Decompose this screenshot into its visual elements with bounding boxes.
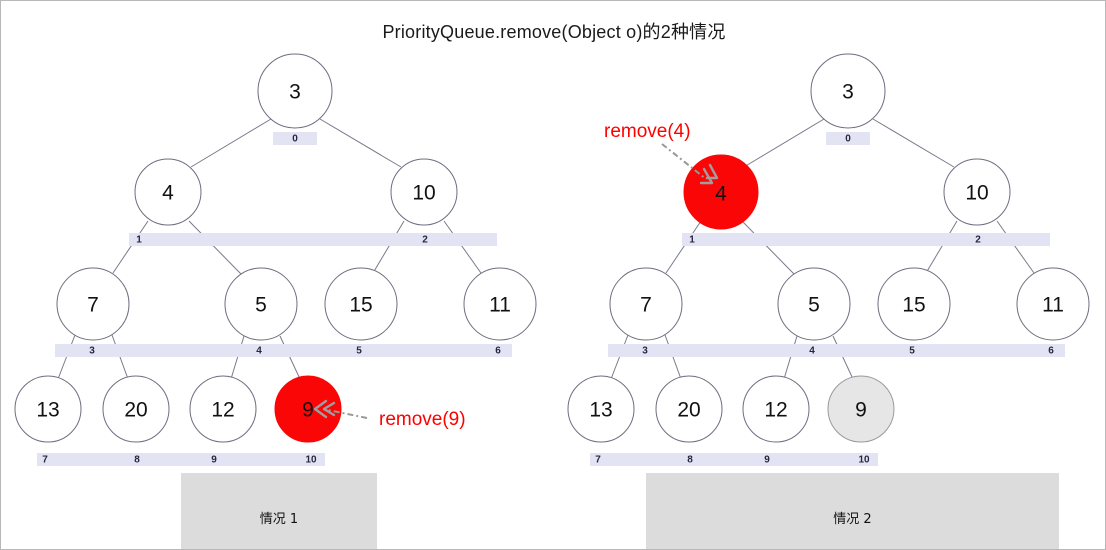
node-value: 15: [902, 294, 925, 317]
node-index-label: 5: [356, 346, 362, 357]
node-index-label: 9: [764, 455, 770, 466]
callout-label: remove(4): [604, 121, 691, 142]
node-value: 5: [255, 294, 267, 317]
node-value: 20: [124, 399, 147, 422]
index-bars-left: [37, 132, 512, 466]
tree-node[interactable]: 7: [609, 267, 683, 341]
node-value: 7: [87, 294, 99, 317]
node-value: 11: [1042, 294, 1064, 317]
page-title: PriorityQueue.remove(Object o)的2种情况: [382, 22, 726, 42]
tree-node[interactable]: 10: [943, 158, 1011, 226]
callout-label: remove(9): [379, 409, 466, 430]
node-value: 5: [808, 294, 820, 317]
node-value: 7: [640, 294, 652, 317]
node-index-label: 0: [845, 134, 851, 145]
node-index-label: 10: [305, 455, 317, 466]
node-index-label: 1: [689, 235, 695, 246]
node-index-label: 3: [89, 346, 95, 357]
node-index-label: 7: [595, 455, 601, 466]
node-value: 9: [855, 399, 867, 422]
node-value: 3: [289, 81, 301, 104]
tree-node-last[interactable]: 9: [827, 375, 895, 443]
node-index-label: 9: [211, 455, 217, 466]
node-value: 13: [589, 399, 612, 422]
tree-diagram-case-1: 3 0 4 1 10 2 7 3 5 4 15 5 11: [14, 53, 537, 466]
node-index-label: 8: [687, 455, 693, 466]
callout-remove-4: [661, 143, 719, 185]
node-value: 12: [764, 399, 787, 422]
tree-node[interactable]: 11: [1016, 267, 1090, 341]
tree-node[interactable]: 11: [463, 267, 537, 341]
tree-node-removed[interactable]: 9: [274, 375, 342, 443]
tree-node[interactable]: 3: [810, 53, 886, 129]
tree-node[interactable]: 20: [102, 375, 170, 443]
caption-case-2: 情况 2 删除的不是最后一个元素 从删除点开始以最后一个元素为参照调用一次sif…: [646, 473, 1059, 549]
caption-title: 情况 2: [833, 512, 872, 527]
node-value: 4: [162, 182, 174, 205]
tree-node[interactable]: 10: [390, 158, 458, 226]
node-index-label: 8: [134, 455, 140, 466]
node-value: 15: [349, 294, 372, 317]
node-index-label: 0: [292, 134, 298, 145]
tree-node[interactable]: 5: [777, 267, 851, 341]
node-value: 11: [489, 294, 511, 317]
tree-node[interactable]: 15: [877, 267, 951, 341]
node-index-label: 5: [909, 346, 915, 357]
tree-node[interactable]: 5: [224, 267, 298, 341]
node-value: 9: [302, 399, 314, 422]
node-value: 13: [36, 399, 59, 422]
callout-remove-9: [313, 399, 368, 419]
node-value: 10: [412, 182, 435, 205]
tree-node[interactable]: 4: [134, 158, 202, 226]
tree-node[interactable]: 13: [14, 375, 82, 443]
node-index-label: 2: [422, 235, 428, 246]
node-index-label: 2: [975, 235, 981, 246]
tree-node[interactable]: 20: [655, 375, 723, 443]
caption-case-1: 情况 1 删除的是最后一个元素 直接删除即可，不需要调整: [181, 473, 377, 549]
node-value: 20: [677, 399, 700, 422]
tree-node[interactable]: 15: [324, 267, 398, 341]
node-value: 3: [842, 81, 854, 104]
tree-edges-left: [57, 118, 482, 380]
tree-node[interactable]: 7: [56, 267, 130, 341]
node-index-label: 10: [858, 455, 870, 466]
tree-node[interactable]: 13: [567, 375, 635, 443]
tree-node[interactable]: 3: [257, 53, 333, 129]
tree-diagram-case-2: 3 0 4 1 10 2 7 3 5 4 15 5 11: [567, 53, 1090, 466]
node-index-label: 7: [42, 455, 48, 466]
node-value: 4: [715, 183, 727, 206]
index-bars-right: [590, 132, 1065, 466]
tree-edges-right: [610, 118, 1035, 380]
tree-node[interactable]: 12: [189, 375, 257, 443]
node-index-label: 4: [256, 346, 262, 357]
caption-title: 情况 1: [259, 512, 299, 527]
node-index-label: 6: [1048, 346, 1054, 357]
tree-node-removed[interactable]: 4: [683, 154, 759, 230]
node-index-label: 1: [136, 235, 142, 246]
node-value: 12: [211, 399, 234, 422]
node-value: 10: [965, 182, 988, 205]
tree-node[interactable]: 12: [742, 375, 810, 443]
node-index-label: 3: [642, 346, 648, 357]
node-index-label: 4: [809, 346, 815, 357]
node-index-label: 6: [495, 346, 501, 357]
